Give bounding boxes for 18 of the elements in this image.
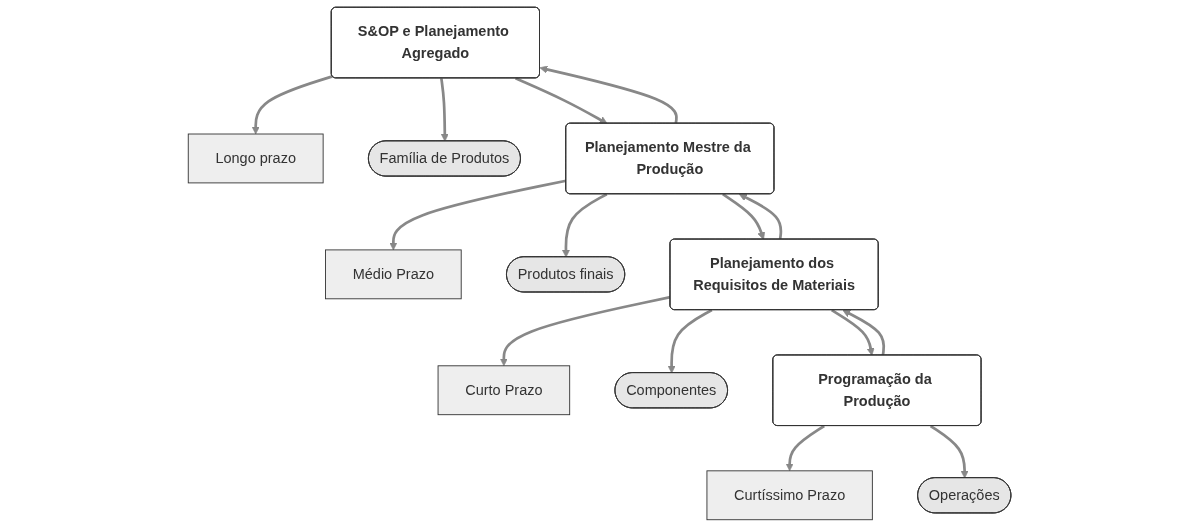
arrow xyxy=(252,75,334,135)
arrow xyxy=(389,179,567,251)
arrow xyxy=(739,193,783,240)
arrow xyxy=(722,193,766,240)
arrow xyxy=(831,308,875,356)
arrow xyxy=(930,424,969,479)
arrow xyxy=(842,309,886,356)
arrow xyxy=(668,308,713,374)
node-box: Curto Prazo xyxy=(438,365,571,416)
arrow xyxy=(562,193,608,258)
arrow xyxy=(540,65,679,124)
arrow xyxy=(786,424,826,472)
arrow xyxy=(500,295,672,367)
node-box: Curtíssimo Prazo xyxy=(706,470,874,521)
arrow xyxy=(515,77,608,124)
arrow xyxy=(440,78,450,142)
node-box: Longo prazo xyxy=(188,133,324,184)
node-box: Médio Prazo xyxy=(325,249,463,300)
